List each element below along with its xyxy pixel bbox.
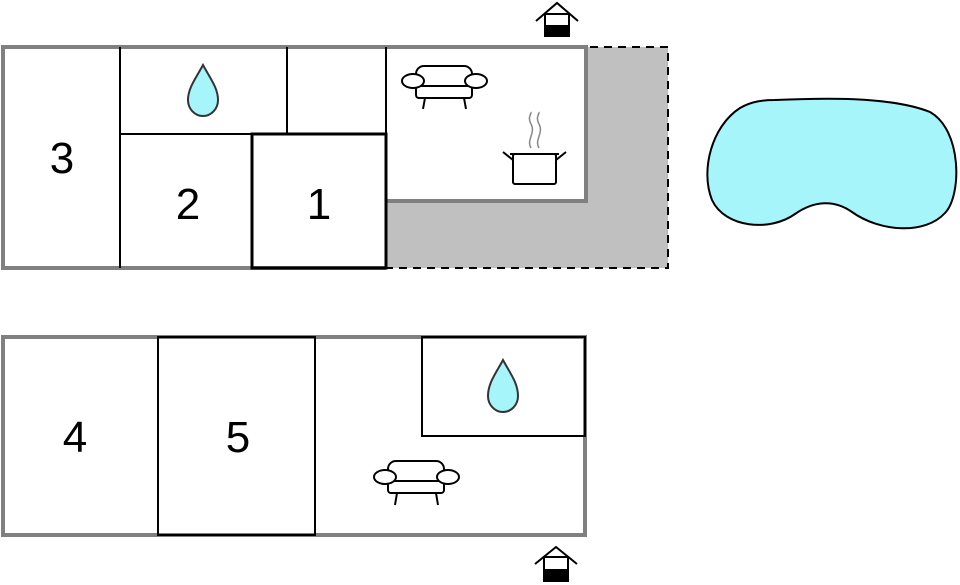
water-drop-icon bbox=[486, 357, 520, 413]
upper-outer-wall bbox=[1, 45, 588, 270]
swimming-pool bbox=[706, 97, 958, 230]
sofa-icon bbox=[373, 460, 460, 506]
room-3-label: 3 bbox=[50, 134, 74, 183]
room-5-label: 5 bbox=[226, 413, 250, 462]
lower-floor: 4 5 bbox=[1, 335, 587, 582]
lower-bathroom-walls bbox=[421, 336, 586, 437]
room-4-label: 4 bbox=[63, 413, 87, 462]
room-2-label: 2 bbox=[176, 180, 200, 229]
room-5-outline bbox=[157, 336, 316, 536]
water-drop-icon bbox=[186, 62, 220, 117]
sofa-icon bbox=[401, 65, 488, 110]
upper-floor: 3 2 1 bbox=[1, 1, 669, 270]
entrance-icon bbox=[535, 1, 579, 37]
terrace-dashed-border bbox=[366, 46, 669, 269]
room-1-label: 1 bbox=[307, 180, 331, 229]
entrance-icon bbox=[534, 545, 578, 582]
terrace bbox=[386, 47, 668, 268]
cooking-pot-icon bbox=[502, 111, 567, 185]
room-1-outline bbox=[250, 132, 388, 270]
